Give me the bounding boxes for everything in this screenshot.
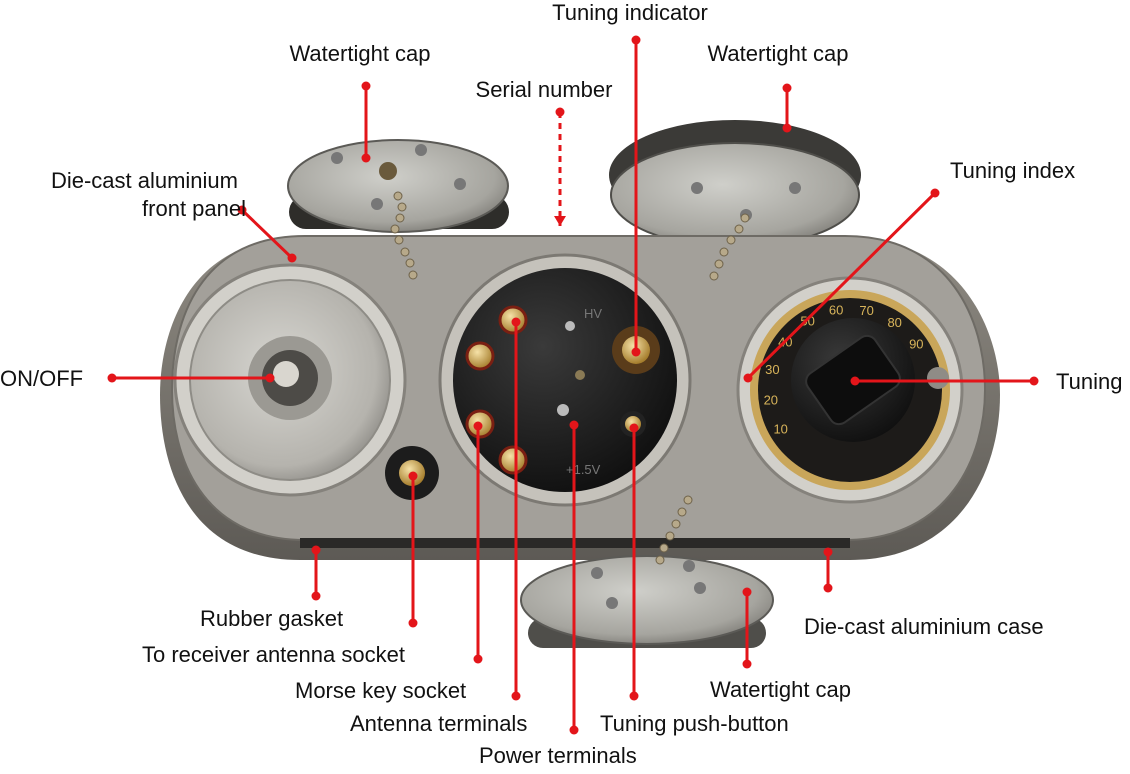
- leader-dot-rubber-gasket: [311, 591, 321, 601]
- tuning-dial: 102030405060708090: [736, 276, 964, 504]
- bead-chains: [390, 191, 750, 565]
- leader-front-panel: [240, 208, 294, 260]
- leader-end-antenna-terminals: [511, 317, 521, 327]
- label-rubber-gasket: Rubber gasket: [200, 606, 344, 631]
- label-watertight-cap-right: Watertight cap: [707, 41, 849, 66]
- label-tuning: Tuning: [1056, 369, 1123, 394]
- leader-end-tuning-index: [743, 373, 753, 383]
- leader-end-on-off: [265, 373, 275, 383]
- leader-dot-die-cast-case: [823, 583, 833, 593]
- leader-dot-tuning-index: [930, 188, 940, 198]
- label-die-cast-case: Die-cast aluminium case: [804, 614, 1044, 639]
- leader-dot-antenna-terminals: [511, 691, 521, 701]
- label-antenna-terminals: Antenna terminals: [350, 711, 528, 736]
- leader-end-die-cast-case: [823, 547, 833, 557]
- leader-dot-front-panel: [237, 205, 247, 215]
- label-front-panel-line2: front panel: [142, 196, 246, 221]
- leader-dot-tuning-indicator: [631, 35, 641, 45]
- leader-end-tuning-push-button: [629, 423, 639, 433]
- leader-arrow-serial-number: [554, 216, 566, 226]
- dial-number: 20: [764, 393, 778, 408]
- leader-tuning-index: [746, 191, 937, 380]
- label-tuning-indicator: Tuning indicator: [552, 0, 708, 25]
- leader-dot-tuning: [1029, 376, 1039, 386]
- label-serial-number: Serial number: [475, 77, 613, 102]
- dial-number: 80: [887, 315, 901, 330]
- leader-dot-morse-key-socket: [473, 654, 483, 664]
- dial-scale: 102030405060708090: [764, 303, 924, 437]
- leader-dot-power-terminals: [569, 725, 579, 735]
- dial-number: 70: [859, 303, 873, 318]
- leader-end-watertight-cap-left: [361, 153, 371, 163]
- leader-end-rubber-gasket: [311, 545, 321, 555]
- dial-number: 60: [829, 303, 843, 318]
- panel-marking-volt: +1.5V: [566, 462, 601, 477]
- leader-dot-tuning-push-button: [629, 691, 639, 701]
- on-off-well: [173, 263, 407, 497]
- panel-marking-hv: HV: [584, 306, 602, 321]
- watertight-cap-bottom: [520, 555, 774, 648]
- leader-dot-serial-number: [555, 107, 565, 117]
- leader-dot-receiver-antenna-socket: [408, 618, 418, 628]
- dial-number: 90: [909, 337, 923, 352]
- leader-dot-watertight-cap-bottom: [742, 659, 752, 669]
- watertight-cap-left: [287, 139, 509, 233]
- leader-dot-watertight-cap-right: [782, 83, 792, 93]
- label-power-terminals: Power terminals: [479, 743, 637, 768]
- leader-end-morse-key-socket: [473, 421, 483, 431]
- leader-end-watertight-cap-bottom: [742, 587, 752, 597]
- leader-dot-watertight-cap-left: [361, 81, 371, 91]
- leader-end-watertight-cap-right: [782, 123, 792, 133]
- leader-dot-on-off: [107, 373, 117, 383]
- dial-number: 10: [773, 421, 787, 436]
- label-front-panel-line1: Die-cast aluminium: [50, 168, 238, 193]
- label-tuning-index: Tuning index: [950, 158, 1076, 183]
- leader-end-tuning: [850, 376, 860, 386]
- label-tuning-push-button: Tuning push-button: [600, 711, 789, 736]
- label-morse-key-socket: Morse key socket: [295, 678, 467, 703]
- dial-number: 30: [765, 362, 779, 377]
- label-watertight-cap-left: Watertight cap: [289, 41, 431, 66]
- leader-end-power-terminals: [569, 420, 579, 430]
- leader-lines: [107, 35, 1039, 735]
- label-on-off: ON/OFF: [0, 366, 84, 391]
- label-receiver-antenna-socket: To receiver antenna socket: [142, 642, 405, 667]
- leader-end-receiver-antenna-socket: [408, 471, 418, 481]
- leader-end-front-panel: [287, 253, 297, 263]
- leader-end-tuning-indicator: [631, 347, 641, 357]
- label-watertight-cap-bottom: Watertight cap: [710, 677, 852, 702]
